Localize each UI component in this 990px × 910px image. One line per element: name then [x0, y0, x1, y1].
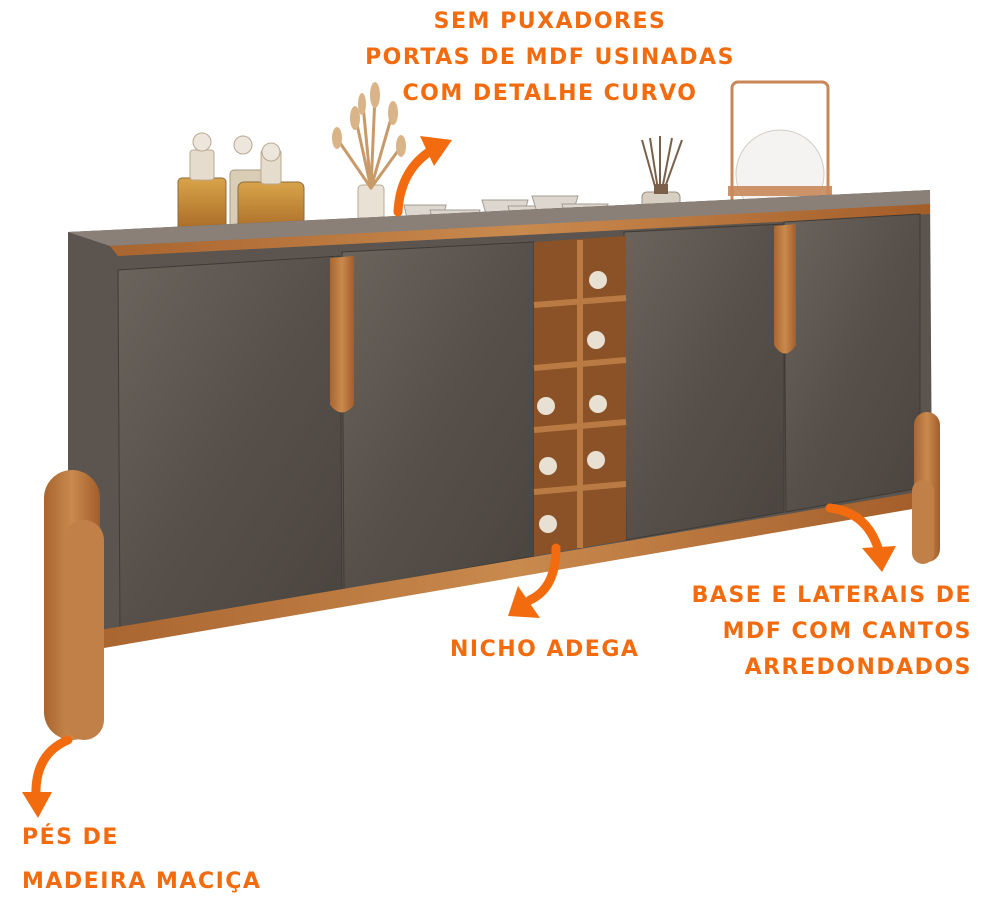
annotation-solid-wood-feet: PÉS DE MADEIRA MACIÇA: [22, 816, 261, 904]
arrow-to-base: [825, 503, 896, 572]
arrow-to-door-groove: [393, 136, 452, 217]
annotation-line: MDF COM CANTOS: [722, 619, 972, 644]
annotation-line: MADEIRA MACIÇA: [22, 869, 262, 894]
decor-dried-flowers-vase: [332, 82, 406, 242]
annotation-line: COM DETALHE CURVO: [402, 81, 698, 106]
wine-niche: [533, 236, 627, 556]
annotation-line: NICHO ADEGA: [450, 637, 640, 662]
arrow-to-wine-niche: [508, 543, 561, 618]
annotation-line: PORTAS DE MDF USINADAS: [365, 45, 735, 70]
annotation-base-sides: BASE E LATERAIS DE MDF COM CANTOS ARREDO…: [692, 578, 972, 686]
annotation-line: PÉS DE: [22, 825, 119, 850]
annotation-line: BASE E LATERAIS DE: [691, 583, 972, 608]
annotation-wine-niche: NICHO ADEGA: [450, 632, 639, 668]
annotation-line: SEM PUXADORES: [433, 9, 667, 34]
arrow-to-feet: [22, 735, 73, 818]
wooden-base: [44, 412, 940, 740]
cabinet-doors: [117, 213, 921, 631]
annotation-line: ARREDONDADOS: [744, 655, 972, 680]
annotation-door-detail: SEM PUXADORES PORTAS DE MDF USINADAS COM…: [360, 4, 740, 112]
